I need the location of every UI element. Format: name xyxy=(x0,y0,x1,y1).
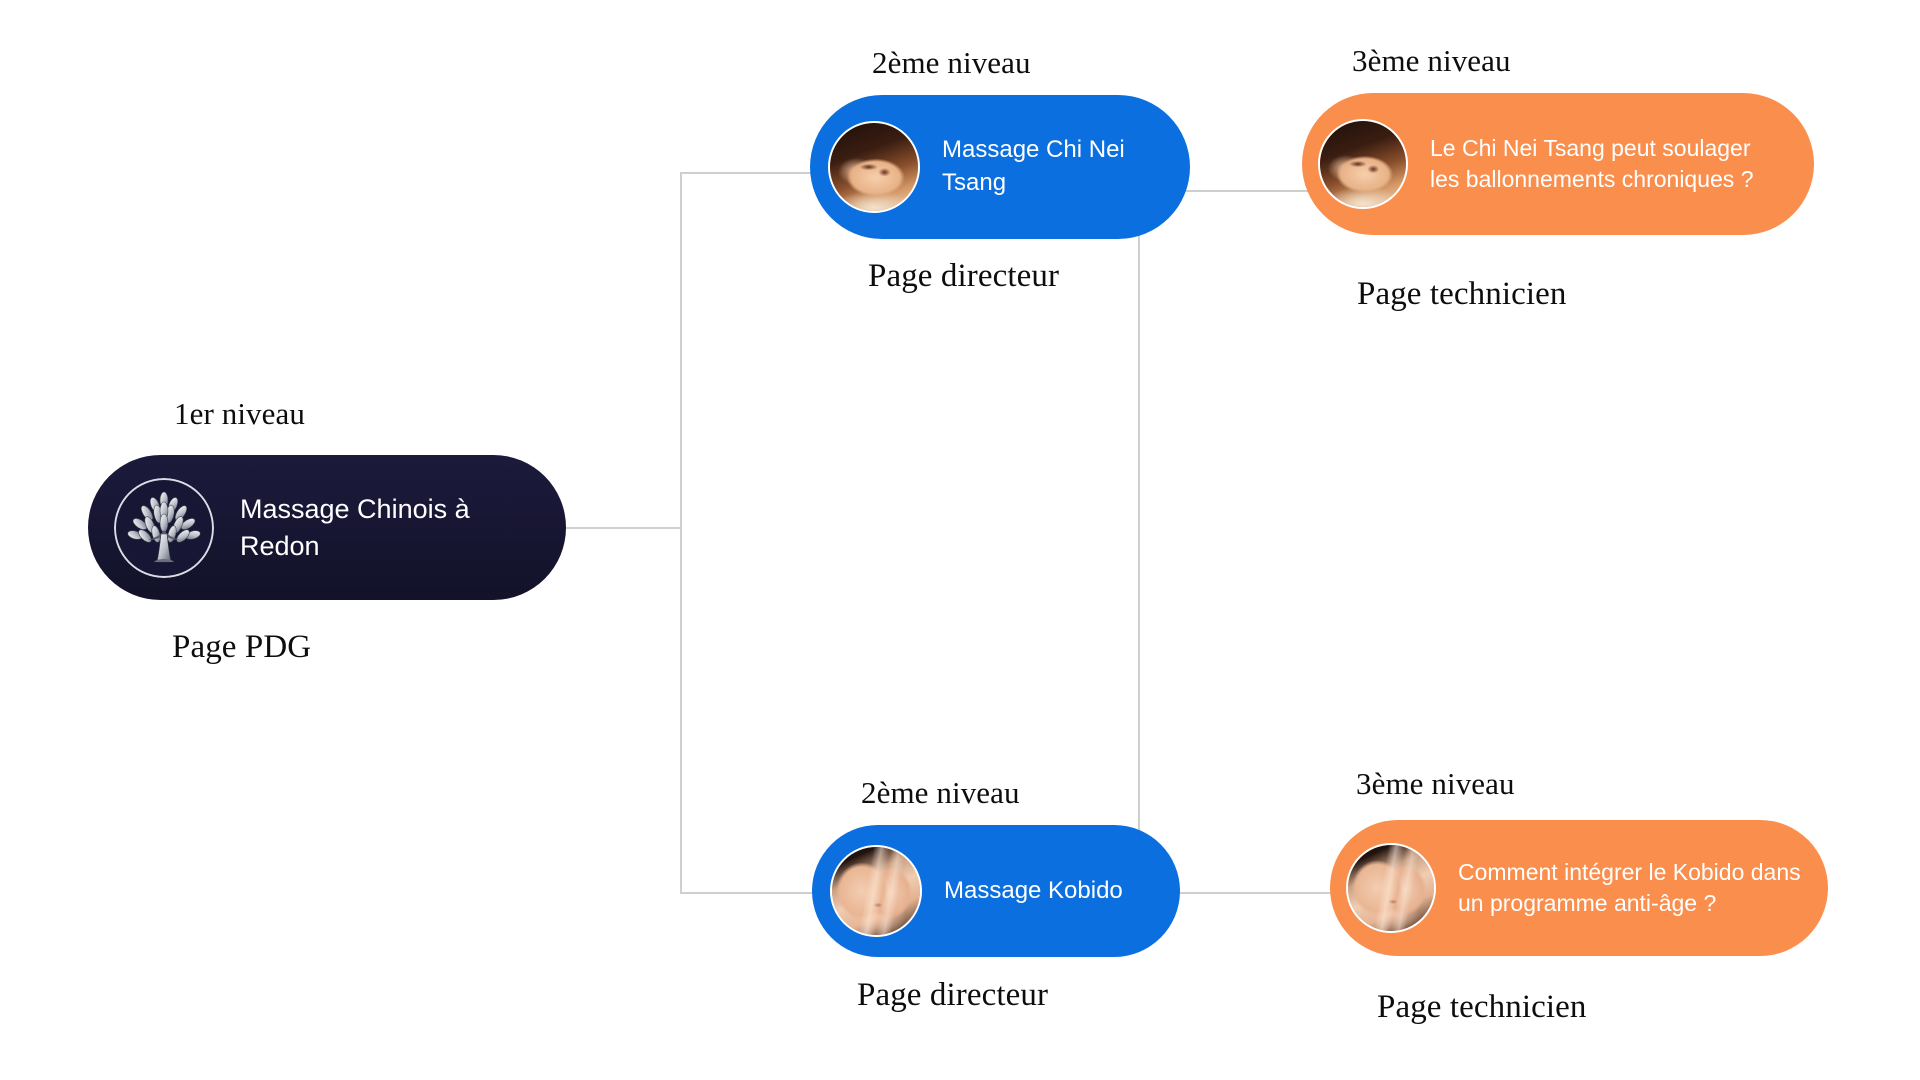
role-label-directeur-top: Page directeur xyxy=(868,258,1060,294)
node-branch-massage-chi-nei-tsang[interactable]: Massage Chi Nei Tsang xyxy=(810,95,1190,239)
node-root-label: Massage Chinois à Redon xyxy=(240,493,470,561)
kobido-photo-avatar xyxy=(830,845,922,937)
connector-branch1-to-leaf1 xyxy=(1170,190,1318,192)
role-label-pdg: Page PDG xyxy=(172,629,312,665)
connector-right-bus xyxy=(1138,190,1140,892)
node-branch-2-label: Massage Kobido xyxy=(944,876,1123,904)
node-leaf-chi-nei-tsang-question[interactable]: Le Chi Nei Tsang peut soulager les ballo… xyxy=(1302,93,1814,235)
tree-logo-icon xyxy=(114,477,214,578)
connector-bus-to-branch1 xyxy=(680,172,828,174)
level-label-3-top: 3ème niveau xyxy=(1352,43,1511,78)
massage-photo-avatar xyxy=(828,121,920,213)
role-label-technicien-bottom: Page technicien xyxy=(1377,989,1587,1025)
node-root-page-pdg[interactable]: Massage Chinois à Redon xyxy=(88,455,566,600)
massage-photo-avatar xyxy=(1318,119,1408,209)
node-leaf-kobido-question[interactable]: Comment intégrer le Kobido dans un progr… xyxy=(1330,820,1828,956)
role-label-technicien-top: Page technicien xyxy=(1357,276,1567,312)
connector-bus-to-branch2 xyxy=(680,892,830,894)
kobido-photo-avatar xyxy=(1346,843,1436,933)
node-leaf-2-label: Comment intégrer le Kobido dans un progr… xyxy=(1458,858,1801,916)
level-label-3-bottom: 3ème niveau xyxy=(1356,766,1515,801)
node-leaf-1-label: Le Chi Nei Tsang peut soulager les ballo… xyxy=(1430,134,1754,192)
connector-left-bus xyxy=(680,172,682,894)
connector-branch2-to-leaf2 xyxy=(1170,892,1342,894)
role-label-directeur-bottom: Page directeur xyxy=(857,977,1049,1013)
connector-root-to-bus xyxy=(566,527,682,529)
node-branch-1-label: Massage Chi Nei Tsang xyxy=(942,136,1125,196)
level-label-2-bottom: 2ème niveau xyxy=(861,775,1020,810)
level-label-1: 1er niveau xyxy=(174,396,305,431)
level-label-2-top: 2ème niveau xyxy=(872,45,1031,80)
node-branch-massage-kobido[interactable]: Massage Kobido xyxy=(812,825,1180,957)
